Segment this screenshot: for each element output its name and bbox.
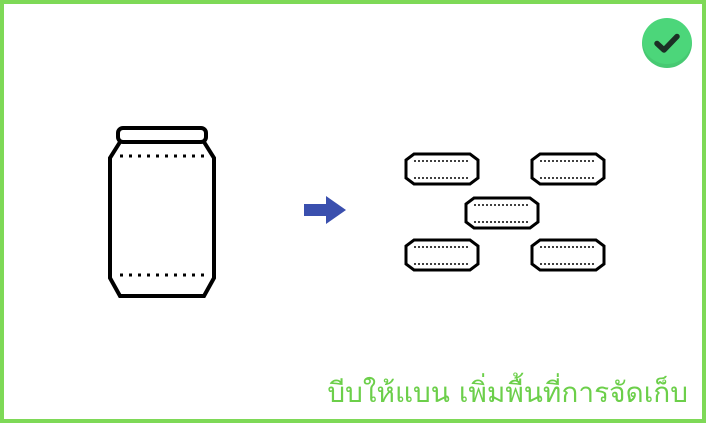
flattened-can-icon <box>530 152 606 186</box>
caption: บีบให้แบน เพิ่มพื้นที่การจัดเก็บ <box>327 376 688 409</box>
check-icon <box>654 33 680 53</box>
check-badge <box>642 18 692 68</box>
can-icon <box>108 126 216 298</box>
flattened-can-icon <box>464 196 540 230</box>
flattened-can-icon <box>530 238 606 272</box>
illustration <box>108 126 606 298</box>
flattened-can-icon <box>404 152 480 186</box>
arrow-right-icon <box>304 196 346 224</box>
flattened-cans <box>404 152 606 272</box>
flattened-can-icon <box>404 238 480 272</box>
